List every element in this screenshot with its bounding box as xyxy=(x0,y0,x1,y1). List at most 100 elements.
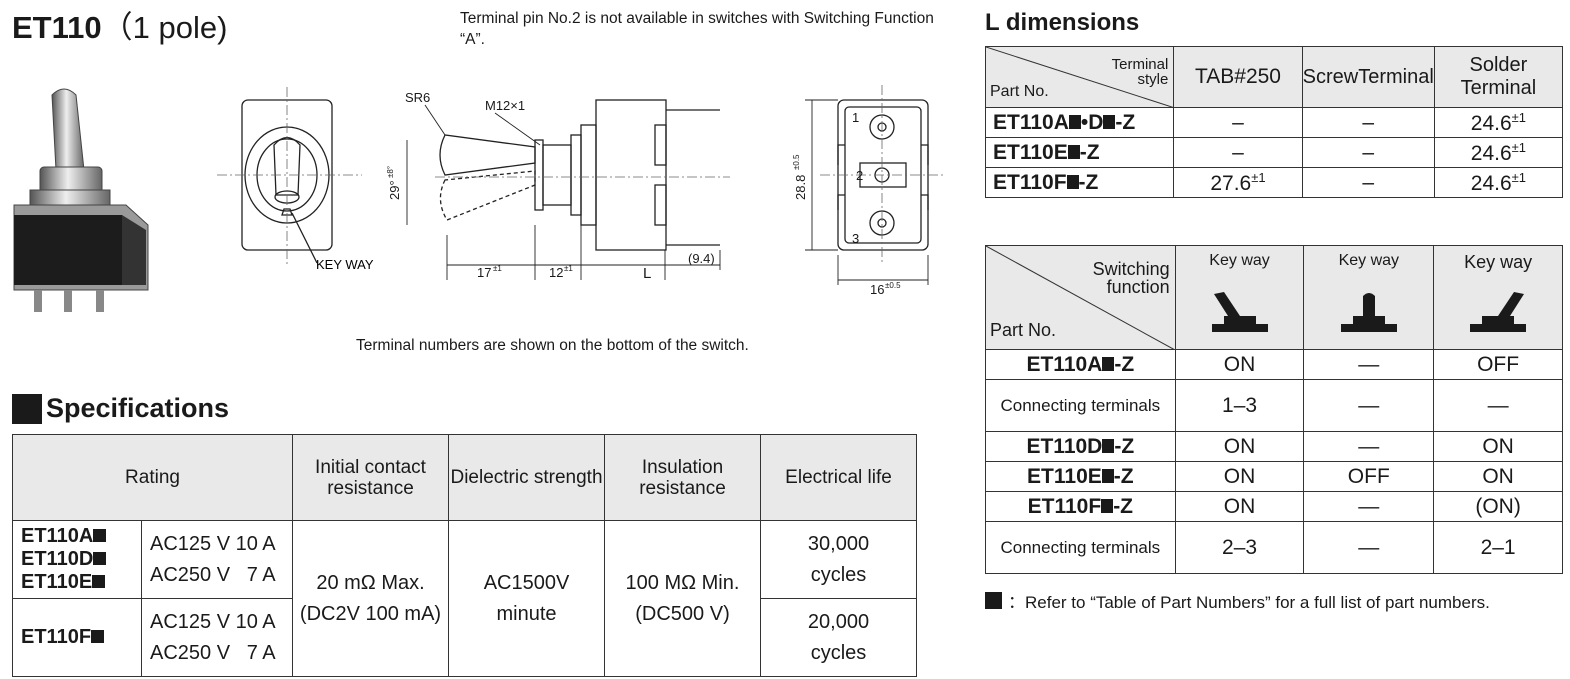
terminal-numbers-note: Terminal numbers are shown on the bottom… xyxy=(356,337,749,354)
pos3-value: ON xyxy=(1433,431,1563,462)
table-row: ET110F-Z ON — (ON) xyxy=(985,491,1563,522)
table-row: ET110A•D-Z – – 24.6±1 xyxy=(984,107,1564,138)
connecting-terminals-label: Connecting terminals xyxy=(985,521,1176,574)
pos1-value: 1–3 xyxy=(1174,379,1305,432)
pos1-value: ON xyxy=(1174,349,1305,380)
pos2-value: — xyxy=(1303,349,1435,380)
thread-label: M12×1 xyxy=(485,98,525,113)
part-no: ET110F-Z xyxy=(984,167,1175,198)
tab-value: – xyxy=(1173,107,1303,138)
rating-header: Rating xyxy=(12,434,293,521)
pos1-value: ON xyxy=(1174,431,1305,462)
pos2-value: — xyxy=(1303,379,1435,432)
toggle-switch-photo xyxy=(13,88,149,312)
dielectric-header: Dielectric strength xyxy=(448,434,605,521)
pos2-value: — xyxy=(1303,521,1435,574)
col-screw: ScrewTerminal xyxy=(1301,46,1435,108)
solder-value: 24.6±1 xyxy=(1433,167,1564,198)
angle-tol: ±8° xyxy=(386,166,395,178)
dim-16: 16 xyxy=(870,282,884,297)
rear-view-drawing: 28.8 ±0.5 16 ±0.5 1 2 3 xyxy=(792,85,945,297)
part-group-aede: ET110A ET110D ET110E xyxy=(12,520,142,599)
dim-17: 17 xyxy=(477,265,491,280)
keyway-position-3: Key way xyxy=(1433,245,1563,350)
insulation-value: 100 MΩ Min.(DC500 V) xyxy=(604,520,761,677)
part-no: ET110D-Z xyxy=(985,431,1176,462)
keyway-position-1: Key way xyxy=(1174,245,1305,350)
part-no: ET110E-Z xyxy=(985,461,1176,492)
part-no: ET110A•D-Z xyxy=(984,107,1175,138)
part-group-f: ET110F xyxy=(12,598,142,677)
connecting-terminals-label: Connecting terminals xyxy=(985,379,1176,432)
key-way-label: KEY WAY xyxy=(316,257,374,272)
pos2-value: OFF xyxy=(1303,461,1435,492)
tab-value: – xyxy=(1173,137,1303,168)
solder-value: 24.6±1 xyxy=(1433,107,1564,138)
screw-value: – xyxy=(1301,137,1435,168)
dim-12: 12 xyxy=(549,265,563,280)
table-row: ET110E-Z ON OFF ON xyxy=(985,461,1563,492)
pos2-value: — xyxy=(1303,491,1435,522)
pin-3-label: 3 xyxy=(852,231,859,246)
dim-9-4: (9.4) xyxy=(688,251,715,266)
front-view-drawing: KEY WAY xyxy=(217,87,374,272)
toggle-left-icon xyxy=(1211,292,1268,332)
part-no: ET110E-Z xyxy=(984,137,1175,168)
pos1-value: 2–3 xyxy=(1174,521,1305,574)
heading-marker xyxy=(12,393,42,424)
dim-16-tol: ±0.5 xyxy=(885,281,901,290)
pos3-value: — xyxy=(1433,379,1563,432)
dim-12-tol: ±1 xyxy=(564,264,573,273)
pos3-value: 2–1 xyxy=(1433,521,1563,574)
table-row: ET110F-Z 27.6±1 – 24.6±1 xyxy=(984,167,1564,198)
pos3-value: (ON) xyxy=(1433,491,1563,522)
angle-label: 29° xyxy=(387,180,402,200)
toggle-center-icon xyxy=(1340,293,1397,332)
specifications-heading: Specifications xyxy=(12,393,229,424)
pin-2-label: 2 xyxy=(856,168,863,183)
model-number: ET110 xyxy=(12,10,102,45)
pos1-value: ON xyxy=(1174,491,1305,522)
terminal-pin-note: Terminal pin No.2 is not available in sw… xyxy=(460,10,934,48)
footnote-marker xyxy=(985,592,1002,609)
side-view-drawing: SR6 M12×1 29° ±8° 17 ±1 12 ±1 L (9.4) xyxy=(386,90,730,282)
sr6-label: SR6 xyxy=(405,90,430,105)
contact-resistance-header: Initial contact resistance xyxy=(292,434,449,521)
page-title: ET110（1 pole) xyxy=(12,2,227,47)
dim-l: L xyxy=(643,265,651,282)
solder-value: 24.6±1 xyxy=(1433,137,1564,168)
pos3-value: ON xyxy=(1433,461,1563,492)
col-tab250: TAB#250 xyxy=(1173,46,1303,108)
tab-value: 27.6±1 xyxy=(1173,167,1303,198)
pos2-value: — xyxy=(1303,431,1435,462)
dim-17-tol: ±1 xyxy=(493,264,502,273)
electrical-life-header: Electrical life xyxy=(760,434,917,521)
screw-value: – xyxy=(1301,167,1435,198)
footnote: ：Refer to “Table of Part Numbers” for a … xyxy=(985,588,1490,613)
specifications-table: Rating Initial contact resistance Dielec… xyxy=(12,434,917,677)
table-row: ET110A-Z ON — OFF xyxy=(985,349,1563,380)
col-solder: Solder Terminal xyxy=(1433,46,1564,108)
contact-resistance-value: 20 mΩ Max.(DC2V 100 mA) xyxy=(292,520,449,677)
l-dimensions-heading: L dimensions xyxy=(985,9,1140,36)
table-row: ET110E-Z – – 24.6±1 xyxy=(984,137,1564,168)
pos1-value: ON xyxy=(1174,461,1305,492)
screw-value: – xyxy=(1301,107,1435,138)
part-no: ET110F-Z xyxy=(985,491,1176,522)
table-row: ET110D-Z ON — ON xyxy=(985,431,1563,462)
part-no: ET110A-Z xyxy=(985,349,1176,380)
dim-28-8-tol: ±0.5 xyxy=(792,154,801,170)
pole-count: （1 pole) xyxy=(101,10,228,45)
dim-28-8: 28.8 xyxy=(793,175,808,200)
toggle-right-icon xyxy=(1470,292,1527,332)
table-row: Connecting terminals 1–3 — — xyxy=(985,379,1563,432)
